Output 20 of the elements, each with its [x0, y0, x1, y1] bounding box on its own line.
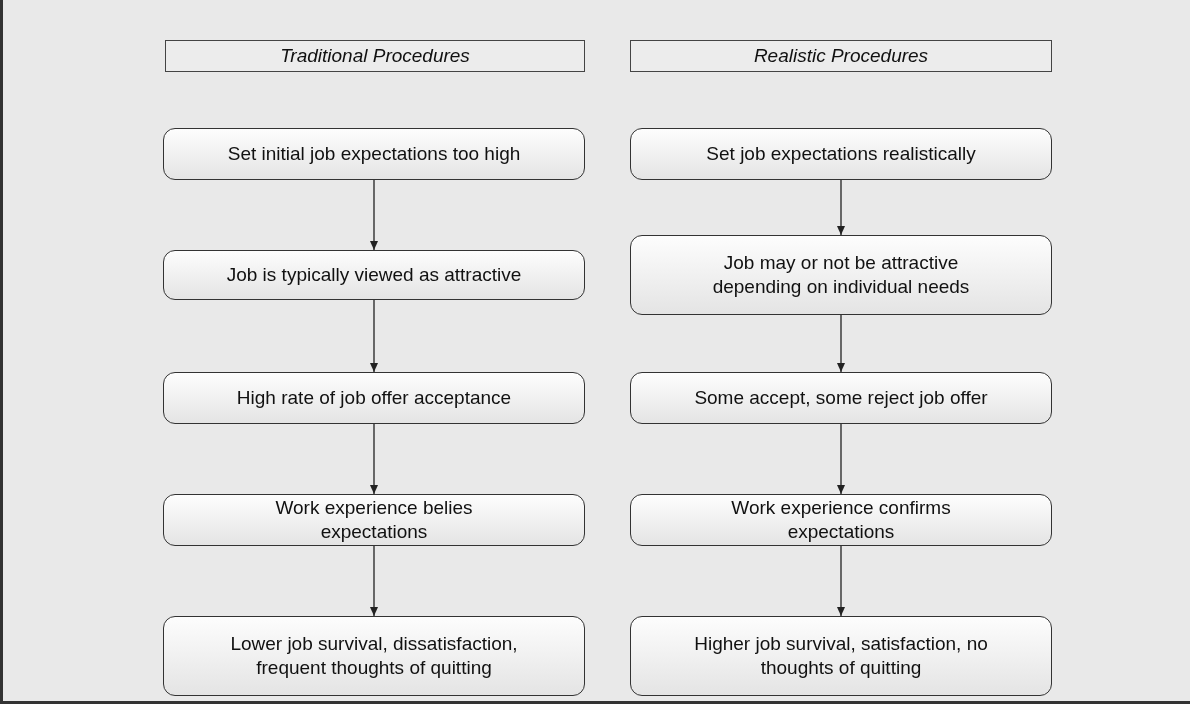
column-header-box: Realistic Procedures	[630, 40, 1052, 72]
process-box: Set job expectations realistically	[630, 128, 1052, 180]
arrow	[370, 545, 378, 617]
column-header-box: Traditional Procedures	[165, 40, 585, 72]
arrow	[837, 179, 845, 236]
arrow	[370, 423, 378, 495]
process-box: Set initial job expectations too high	[163, 128, 585, 180]
process-box: Lower job survival, dissatisfaction, frequent thoughts of quitting	[163, 616, 585, 696]
arrow	[837, 423, 845, 495]
process-box: High rate of job offer acceptance	[163, 372, 585, 424]
process-box: Work experience belies expectations	[163, 494, 585, 546]
arrow	[837, 314, 845, 373]
process-box: Some accept, some reject job offer	[630, 372, 1052, 424]
process-box: Job may or not be attractive depending on individual needs	[630, 235, 1052, 315]
arrow	[370, 299, 378, 373]
arrow	[837, 545, 845, 617]
process-box: Job is typically viewed as attractive	[163, 250, 585, 300]
arrow	[370, 179, 378, 251]
process-box: Work experience confirms expectations	[630, 494, 1052, 546]
process-box: Higher job survival, satisfaction, no thoughts of quitting	[630, 616, 1052, 696]
